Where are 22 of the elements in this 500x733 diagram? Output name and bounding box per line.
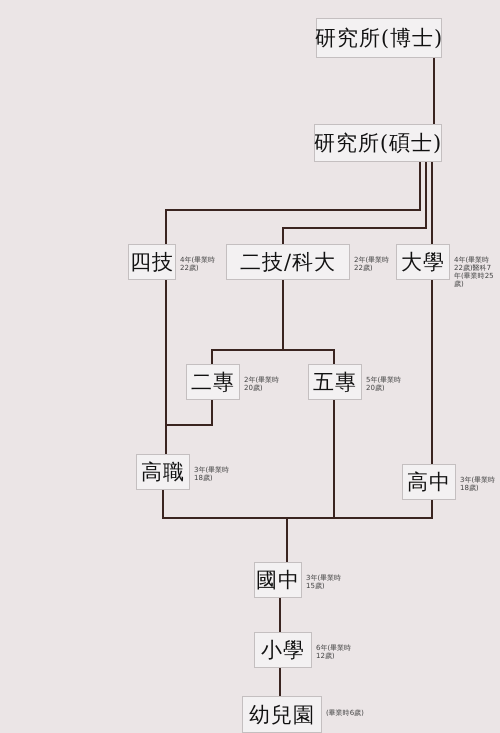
label-card: 研究所(碩士)	[314, 124, 442, 162]
connector-line	[431, 162, 433, 244]
connector-line	[433, 58, 435, 124]
connector-line	[286, 500, 433, 562]
label-card: 大學	[396, 244, 450, 280]
label-card: 四技	[128, 244, 176, 280]
connector-line	[279, 668, 281, 696]
connector-line	[279, 598, 281, 632]
label-card: 研究所(博士)	[316, 18, 442, 58]
label-card: 高職	[136, 454, 190, 490]
label-card: 幼兒園	[242, 696, 322, 733]
label-card: 高中	[402, 464, 456, 500]
label-card: 五專	[308, 364, 362, 400]
label-card: 國中	[254, 562, 302, 598]
label-card: 二技/科大	[226, 244, 350, 280]
connector-line	[165, 400, 213, 454]
connector-line	[431, 280, 433, 464]
label-card: 二專	[186, 364, 240, 400]
connector-line	[282, 162, 427, 244]
connector-line	[282, 280, 335, 364]
label-card: 小學	[254, 632, 312, 668]
connector-line	[165, 162, 421, 244]
